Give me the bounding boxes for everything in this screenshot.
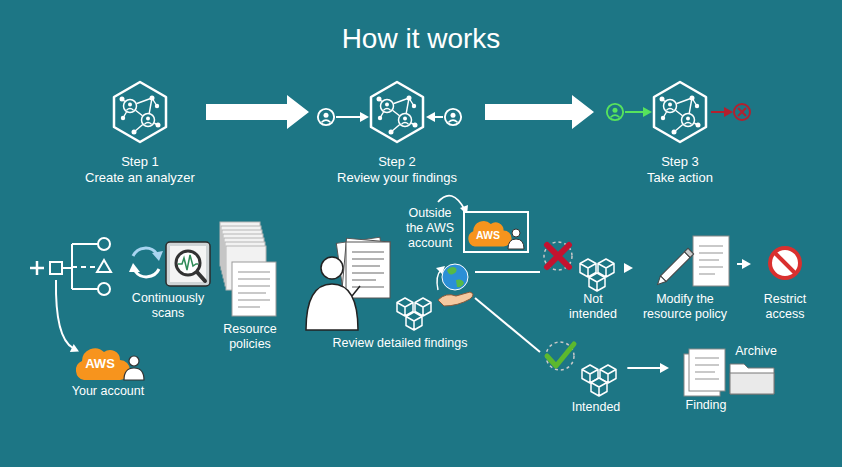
node-text: Restrict access [758, 292, 812, 322]
review-node: Review detailed findings [300, 255, 475, 354]
arrow-head [742, 259, 751, 269]
text-holder: Review detailed findings [333, 336, 468, 351]
label-holder: AWS [85, 356, 115, 371]
block-arrow-shape [206, 95, 309, 129]
archive-node: ArchiveFinding [672, 338, 782, 418]
annotation-label: Your account [72, 384, 145, 399]
node-text: Review detailed findings [333, 336, 468, 351]
label-holder: Your account [72, 384, 145, 399]
text-holder: Take action [647, 170, 713, 185]
action-node: Modify the resource policy [636, 230, 734, 325]
connector-line [624, 263, 633, 273]
block-arrow-shape [485, 95, 594, 129]
block-arrow [206, 95, 309, 129]
node-text: Modify the resource policy [640, 292, 730, 322]
aws-logo-text: AWS [476, 229, 500, 242]
connector-line [475, 272, 540, 273]
text-holder: Step 2 [378, 154, 416, 169]
text-holder: Finding [686, 398, 727, 413]
node-text: Not intended [565, 292, 621, 322]
annotation-label: Resource policies [218, 322, 282, 352]
text-holder: Not intended [565, 292, 621, 322]
arrow-head [624, 263, 633, 273]
annotation-label: Outside the AWS account [402, 206, 458, 251]
step-node: Step 1Create an analyzer [80, 78, 200, 192]
label-holder: AWS [476, 229, 500, 242]
node-text: Intended [572, 400, 621, 415]
label-holder: Continuously scans [122, 291, 214, 321]
text-holder: Intended [572, 400, 621, 415]
connector-stroke [627, 367, 661, 369]
connector-line [737, 259, 751, 269]
step-node: Step 3Take action [600, 78, 760, 192]
diagram-title: How it works [0, 22, 842, 56]
outcome-node: Not intended [540, 238, 625, 325]
connector-stroke [475, 271, 540, 273]
node-text: Step 2 [378, 154, 416, 169]
node-text: Review your findings [337, 170, 457, 185]
arrow-head [660, 363, 669, 373]
node-text: Archive [735, 344, 777, 359]
annotation-label: Continuously scans [122, 291, 214, 321]
step-node: Step 2Review your findings [315, 78, 479, 192]
title-holder: How it works [0, 22, 842, 56]
text-holder: Create an analyzer [85, 170, 195, 185]
text-holder: Step 1 [121, 154, 159, 169]
text-holder: Modify the resource policy [640, 292, 730, 322]
action-node: Restrict access [754, 240, 816, 325]
text-holder: Restrict access [758, 292, 812, 322]
node-text: Step 1 [121, 154, 159, 169]
text-holder: Archive [735, 344, 777, 359]
outcome-node: Intended [540, 340, 624, 418]
node-text: Finding [686, 398, 727, 413]
connector-stroke [475, 298, 540, 352]
label-holder: Resource policies [218, 322, 282, 352]
text-holder: Step 3 [661, 154, 699, 169]
connector-line [627, 363, 669, 373]
node-text: Take action [647, 170, 713, 185]
aws-logo-text: AWS [85, 356, 115, 371]
label-holder: Outside the AWS account [402, 206, 458, 251]
connector-line [475, 298, 540, 352]
node-text: Create an analyzer [85, 170, 195, 185]
node-text: Step 3 [661, 154, 699, 169]
block-arrow [485, 95, 594, 129]
text-holder: Review your findings [337, 170, 457, 185]
